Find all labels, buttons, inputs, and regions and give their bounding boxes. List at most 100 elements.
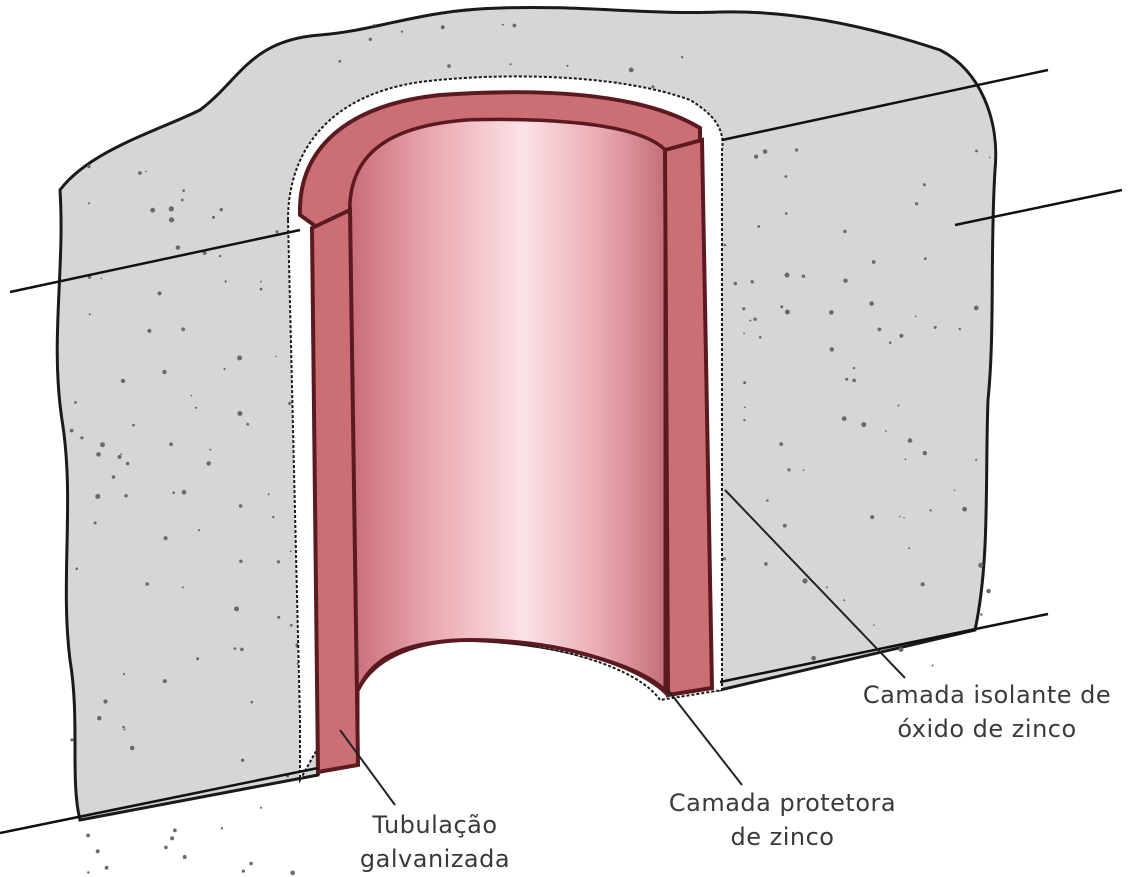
speckle — [163, 679, 167, 683]
speckle — [780, 305, 783, 308]
speckle — [198, 529, 200, 531]
speckle — [785, 273, 790, 278]
pipe-left-wall — [312, 210, 358, 772]
speckle — [843, 230, 846, 233]
speckle — [974, 306, 979, 311]
speckle — [145, 171, 147, 173]
speckle — [842, 416, 847, 421]
speckle — [239, 560, 242, 563]
speckle — [234, 647, 237, 650]
speckle — [932, 665, 934, 667]
speckle — [502, 24, 504, 26]
speckle — [754, 155, 758, 159]
label-line: Camada protetora — [640, 786, 925, 820]
speckle — [980, 613, 982, 615]
speckle — [95, 494, 100, 499]
speckle — [878, 328, 882, 332]
speckle — [97, 716, 102, 721]
speckle — [182, 586, 184, 588]
speckle — [86, 834, 90, 838]
speckle — [242, 870, 245, 873]
speckle — [268, 493, 270, 495]
speckle — [169, 206, 174, 211]
speckle — [237, 411, 242, 416]
speckle — [843, 599, 845, 601]
leader-zinc — [668, 690, 742, 785]
speckle — [959, 328, 961, 330]
speckle — [373, 24, 375, 26]
speckle — [240, 648, 244, 652]
speckle — [105, 866, 109, 870]
speckle — [903, 517, 905, 519]
speckle — [338, 60, 341, 63]
speckle — [899, 334, 903, 338]
speckle — [513, 24, 517, 28]
speckle — [784, 175, 787, 178]
speckle — [70, 429, 74, 433]
speckle — [112, 475, 116, 479]
speckle — [147, 329, 151, 333]
speckle — [195, 407, 197, 409]
speckle — [275, 356, 277, 358]
speckle — [183, 855, 187, 859]
speckle — [277, 560, 280, 563]
speckle — [724, 244, 727, 247]
speckle — [924, 257, 927, 260]
speckle — [207, 461, 211, 465]
label-line: de zinco — [640, 820, 925, 854]
speckle — [829, 310, 834, 315]
speckle — [121, 379, 125, 383]
speckle — [954, 490, 956, 492]
speckle — [861, 422, 866, 427]
speckle — [101, 278, 103, 280]
speckle — [785, 310, 790, 315]
speckle — [785, 212, 788, 215]
label-galvanized-pipe: Tubulação galvanizada — [340, 808, 530, 876]
speckle — [447, 64, 451, 68]
speckle — [290, 624, 293, 627]
speckle — [181, 327, 185, 331]
speckle — [566, 65, 568, 67]
speckle — [182, 189, 185, 192]
speckle — [103, 699, 107, 703]
label-line: Camada isolante de — [842, 678, 1132, 712]
label-zinc-protective-layer: Camada protetora de zinco — [640, 786, 925, 854]
speckle — [96, 849, 100, 853]
speckle — [921, 582, 925, 586]
speckle — [221, 827, 223, 829]
speckle — [170, 836, 174, 840]
speckle — [158, 291, 162, 295]
speckle — [830, 347, 834, 351]
speckle — [811, 656, 816, 661]
speckle — [978, 563, 983, 568]
speckle — [169, 217, 174, 222]
speckle — [759, 336, 762, 339]
speckle — [276, 230, 279, 233]
speckle — [986, 589, 990, 593]
speckle — [250, 701, 253, 704]
speckle — [162, 370, 166, 374]
speckle — [872, 260, 876, 264]
label-line: galvanizada — [340, 842, 530, 876]
speckle — [223, 368, 225, 370]
speckle — [783, 524, 787, 528]
speckle — [260, 288, 263, 291]
speckle — [401, 31, 403, 33]
speckle — [196, 657, 199, 660]
speckle — [923, 183, 926, 186]
pipe-inner-surface — [350, 120, 665, 745]
speckle — [889, 341, 892, 344]
speckle — [873, 624, 875, 626]
speckle — [629, 68, 634, 73]
speckle — [869, 301, 874, 306]
speckle — [89, 313, 91, 315]
speckle — [172, 491, 175, 494]
speckle — [80, 436, 83, 439]
speckle — [723, 557, 726, 560]
speckle — [290, 550, 292, 552]
speckle — [150, 208, 155, 213]
speckle — [899, 647, 904, 652]
speckle — [241, 759, 244, 762]
speckle — [249, 862, 253, 866]
speckle — [742, 307, 745, 310]
